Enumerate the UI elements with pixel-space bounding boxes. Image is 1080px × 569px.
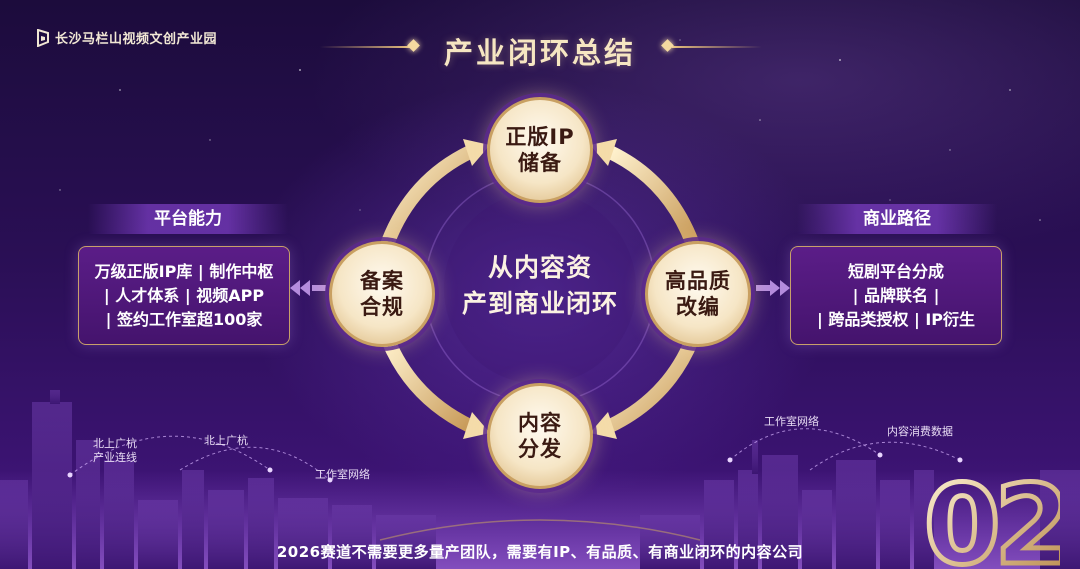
- brand-logo: 长沙马栏山视频文创产业园: [36, 28, 217, 47]
- node-distribution: 内容 分发: [487, 383, 593, 489]
- right-panel-line: | 跨品类授权 | IP衍生: [816, 309, 976, 329]
- page-number: 02: [924, 461, 1060, 569]
- center-line1: 从内容资: [487, 253, 592, 282]
- arrowhead-bottom-right: [590, 412, 617, 439]
- left-panel-line: 万级正版IP库 | 制作中枢: [94, 261, 274, 281]
- left-connector-icon: [290, 280, 300, 296]
- footer-statement: 2026赛道不需要更多量产团队，需要有IP、有品质、有商业闭环的内容公司: [276, 543, 804, 561]
- company-logo-icon: [37, 28, 49, 47]
- right-connector-icon: [780, 280, 790, 296]
- node-adaptation-line2: 改编: [676, 295, 720, 319]
- brand-name: 长沙马栏山视频文创产业园: [55, 32, 218, 47]
- node-adaptation: 高品质 改编: [645, 241, 751, 347]
- map-label-region-link: 北上广杭 产业连线: [93, 437, 137, 465]
- arrow-left-to-bottom: [381, 333, 477, 433]
- map-label-studio-network-right: 工作室网络: [764, 415, 819, 428]
- node-distribution-line2: 分发: [518, 437, 562, 461]
- map-label-consumption-data: 内容消费数据: [887, 425, 953, 438]
- map-label-studio-network-left: 工作室网络: [315, 468, 370, 481]
- title-rule-right: [672, 46, 762, 48]
- title-rule-left: [320, 46, 410, 48]
- node-ip-reserve-line2: 储备: [518, 151, 562, 175]
- node-compliance-line1: 备案: [360, 269, 404, 293]
- node-compliance: 备案 合规: [329, 241, 435, 347]
- arrowhead-top-right: [590, 139, 617, 166]
- left-panel-title: 平台能力: [88, 204, 288, 234]
- right-panel-title: 商业路径: [797, 204, 997, 234]
- node-ip-reserve: 正版IP 储备: [487, 97, 593, 203]
- page-number-badge: 02: [922, 459, 1061, 569]
- map-label-region: 北上广杭: [204, 434, 248, 447]
- left-panel-box: 万级正版IP库 | 制作中枢 | 人才体系 | 视频APP | 签约工作室超10…: [78, 246, 290, 345]
- node-ip-reserve-line1: 正版IP: [505, 125, 575, 149]
- arrow-left-to-top: [381, 145, 477, 249]
- center-statement: 从内容资 产到商业闭环: [440, 250, 640, 322]
- page-title: 产业闭环总结: [443, 36, 636, 70]
- arrowhead-top-left: [463, 139, 490, 166]
- arrowhead-bottom-left: [463, 412, 490, 439]
- right-panel-line: 短剧平台分成: [847, 261, 944, 281]
- right-panel-box: 短剧平台分成 | 品牌联名 | | 跨品类授权 | IP衍生: [790, 246, 1002, 345]
- arrow-right-to-top: [603, 145, 699, 249]
- node-distribution-line1: 内容: [518, 411, 562, 435]
- node-compliance-line2: 合规: [360, 295, 404, 319]
- center-line2: 产到商业闭环: [461, 289, 618, 318]
- map-label-region-link-line1: 北上广杭: [93, 437, 137, 450]
- node-adaptation-line1: 高品质: [665, 269, 731, 293]
- left-panel-line: | 人才体系 | 视频APP: [103, 285, 265, 305]
- left-panel-line: | 签约工作室超100家: [105, 309, 263, 329]
- right-panel-line: | 品牌联名 |: [852, 285, 940, 305]
- arrow-right-to-bottom: [603, 333, 699, 433]
- map-label-region-link-line2: 产业连线: [93, 451, 137, 464]
